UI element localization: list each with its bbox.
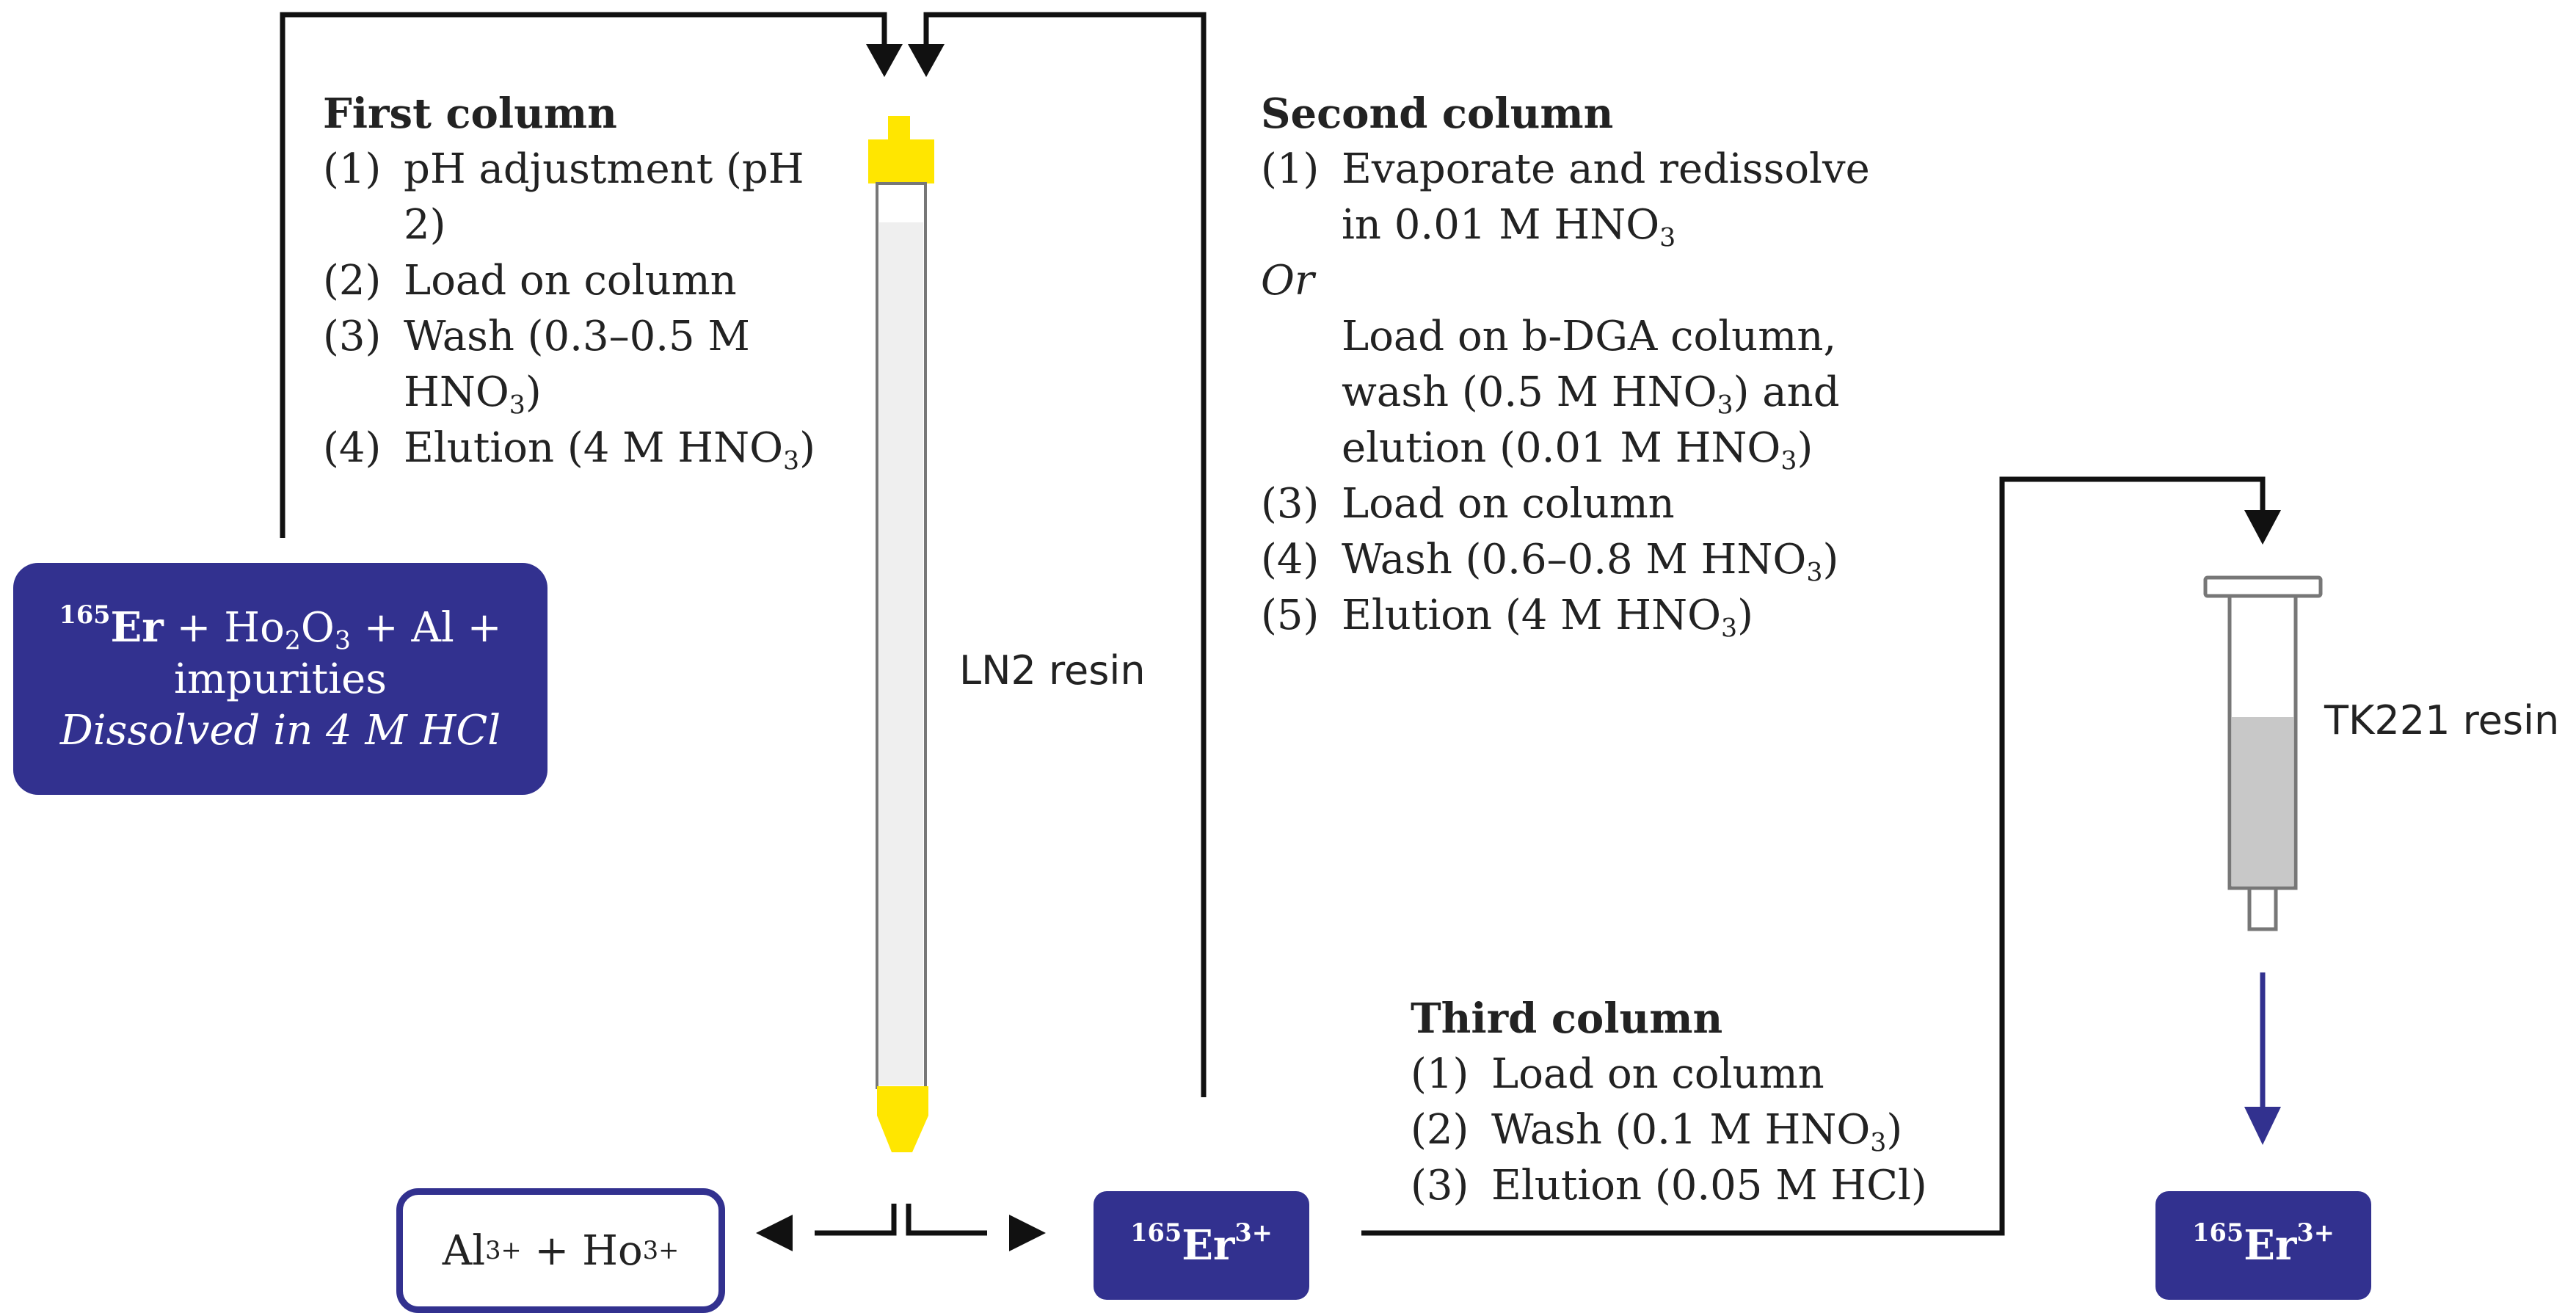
outlet-right-branch: [906, 1204, 987, 1236]
column-resin: [879, 222, 923, 1085]
first-column-step-1: (1) pH adjustment (pH 2): [323, 145, 804, 249]
column-bottom-fitting: [877, 1086, 928, 1152]
second-column-step-4: (4) Wash (0.6–0.8 M HNO3): [1261, 536, 1839, 588]
arrow-to-waste: [756, 1215, 793, 1251]
third-column-step-1: (1) Load on column: [1411, 1050, 1824, 1098]
tk221-resin-label: TK221 resin: [2324, 697, 2560, 743]
cartridge-tip: [2247, 886, 2278, 931]
third-column-heading: Third column: [1411, 994, 1723, 1043]
arrow-to-final: [2244, 1107, 2281, 1145]
second-column-step-3: (3) Load on column: [1261, 480, 1675, 528]
ln2-resin-label: LN2 resin: [959, 647, 1146, 694]
er165-product-box: 165Er3+: [1094, 1191, 1309, 1300]
column-top-fitting: [868, 139, 934, 183]
ln2-column: [868, 116, 934, 1152]
arrow-into-column-left: [866, 44, 903, 77]
starting-material-box: 165Er + Ho2O3 + Al + impurities Dissolve…: [13, 563, 547, 795]
product-to-cartridge-line: [1361, 476, 2266, 1236]
second-column-step-5: (5) Elution (4 M HNO3): [1261, 592, 1753, 644]
first-column-step-3: (3) Wash (0.3–0.5 M HNO3): [323, 313, 750, 421]
starting-material-solvent: Dissolved in 4 M HCl: [59, 706, 501, 754]
second-column-steps: Second column (1) Evaporate and redissol…: [1261, 86, 1936, 644]
second-column-heading: Second column: [1261, 90, 1614, 138]
cartridge-resin: [2232, 717, 2293, 886]
second-column-alternative: Load on b-DGA column, wash (0.5 M HNO3) …: [1342, 313, 1840, 476]
er165-final-box: 165Er3+: [2155, 1191, 2371, 1300]
second-column-step-1: (1) Evaporate and redissolve in 0.01 M H…: [1261, 145, 1870, 253]
arrow-into-column-right: [908, 44, 945, 77]
product-to-column-line: [923, 12, 1207, 1097]
first-column-heading: First column: [323, 90, 617, 138]
starting-material-line2: impurities: [174, 655, 387, 703]
third-column-step-3: (3) Elution (0.05 M HCl): [1411, 1162, 1927, 1210]
start-to-column-line: [280, 12, 887, 538]
third-column-steps: Third column (1) Load on column (2) Wash…: [1411, 991, 1998, 1214]
outlet-left-branch: [815, 1204, 897, 1236]
second-column-or: Or: [1261, 257, 1314, 305]
arrow-to-product: [1009, 1215, 1046, 1251]
first-column-step-2: (2) Load on column: [323, 257, 737, 305]
first-column-steps: First column (1) pH adjustment (pH 2) (2…: [323, 86, 829, 476]
first-column-step-4: (4) Elution (4 M HNO3): [323, 424, 815, 476]
starting-material-line1: 165Er + Ho2O3 + Al +: [59, 599, 502, 655]
tk221-cartridge: [2203, 575, 2323, 931]
third-column-step-2: (2) Wash (0.1 M HNO3): [1411, 1106, 1903, 1158]
arrow-into-cartridge: [2244, 510, 2281, 545]
cartridge-flange: [2203, 575, 2323, 598]
